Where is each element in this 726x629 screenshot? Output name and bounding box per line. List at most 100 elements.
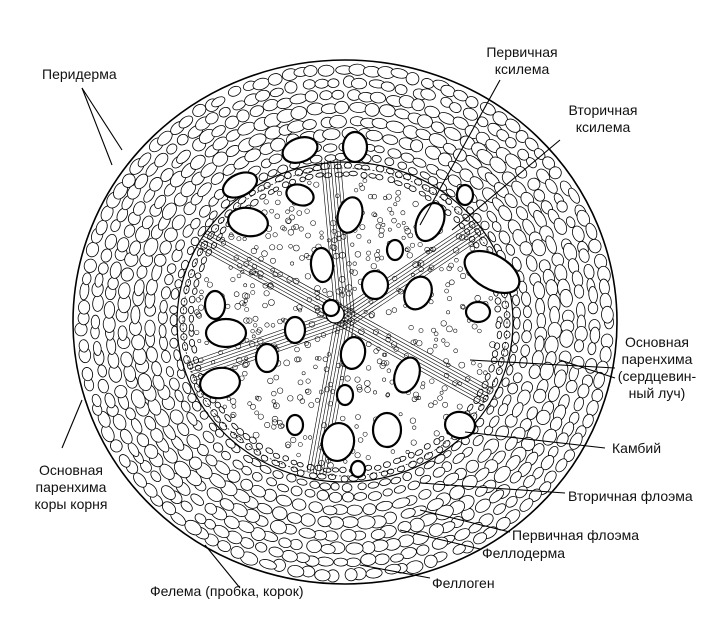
cell [568,187,580,204]
xylem-vessel [227,206,269,238]
cell [178,315,186,324]
ray-line [323,161,339,319]
cell [258,172,269,182]
xylem-cell [453,328,458,333]
xylem-cell [277,318,283,325]
xylem-cell [441,338,446,343]
xylem-cell [401,221,406,225]
xylem-cell [195,311,202,318]
cell [104,392,116,409]
xylem-cell [268,282,274,288]
xylem-cell [240,269,245,274]
cell [298,527,316,539]
xylem-cell [272,232,278,238]
xylem-cell [401,235,406,240]
xylem-cell [274,213,280,219]
xylem-cell [489,341,496,348]
cell [382,134,399,145]
cell [322,128,341,141]
xylem-cell [234,303,242,310]
xylem-vessel [385,238,405,262]
cell [259,464,272,474]
cell [290,459,298,466]
cell [260,454,269,462]
xylem-cell [471,360,476,366]
xylem-cell [299,255,305,261]
cell [267,73,283,86]
cell [304,90,318,103]
cell [122,173,136,188]
xylem-cell [427,347,434,355]
xylem-cell [287,395,294,402]
cell [211,96,226,108]
cell [345,542,364,555]
ray-line [336,159,352,318]
cell [230,431,237,439]
xylem-cell [483,370,488,376]
cell [205,112,219,125]
cell [250,198,259,207]
cell [407,451,415,459]
xylem-cell [242,302,247,307]
xylem-cell [242,361,249,368]
xylem-cell [416,396,421,400]
xylem-cell [252,315,259,322]
xylem-cell [432,400,438,405]
cell [190,217,201,230]
cell [505,137,517,149]
cell [473,242,480,249]
xylem-vessel [339,336,367,370]
cell [199,204,211,218]
cell [236,109,250,123]
cell [423,452,434,460]
xylem-cell [364,386,371,393]
cell [81,367,94,382]
xylem-cell [244,338,250,343]
xylem-vessel [403,275,433,311]
xylem-cell [236,236,242,242]
xylem-cell [412,425,417,430]
cell [393,485,406,494]
xylem-cell [445,282,451,288]
label-periderma: Перидерма [42,66,117,82]
xylem-cell [358,328,365,335]
xylem-vessel [285,183,315,207]
xylem-cell [254,395,259,400]
cell [180,400,191,413]
xylem-cell [308,321,316,328]
cell [519,498,534,512]
xylem-cell [322,288,328,294]
ray-line [306,316,336,472]
cell [498,230,511,245]
cell [341,483,353,493]
cell [348,170,358,177]
xylem-cell [459,303,466,310]
cell [507,382,519,395]
xylem-cell [276,244,283,251]
cell [330,482,340,491]
xylem-cell [371,193,377,200]
cell [287,564,305,578]
ray-line [198,244,342,324]
cell [573,339,585,353]
cell [574,326,588,342]
cell [296,462,304,468]
xylem-cell [352,261,357,266]
xylem-vessel [199,366,241,400]
cell [160,286,171,300]
xylem-cell [391,307,398,313]
xylem-cell [248,271,253,276]
cell [486,405,495,415]
cell [268,546,284,558]
xylem-cell [253,323,258,328]
xylem-cell [243,260,250,267]
cell [227,85,242,97]
cell [118,282,131,300]
xylem-cell [271,424,277,430]
xylem-cell [250,283,255,289]
cell [498,205,513,222]
xylem-cell [295,356,302,363]
cell [397,161,408,170]
xylem-cell [373,213,378,218]
cell [323,172,332,179]
